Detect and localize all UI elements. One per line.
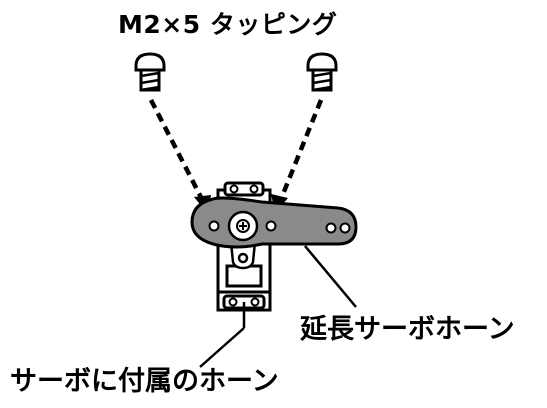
left-guide-arrow	[148, 98, 211, 214]
extension-horn-leader	[304, 245, 357, 308]
left-screw-icon	[134, 52, 166, 92]
included-horn-label: サーボに付属のホーン	[10, 366, 279, 397]
included-horn-leader-diagonal	[199, 327, 245, 368]
right-guide-arrow	[271, 99, 324, 213]
extension-servo-horn	[190, 196, 358, 249]
extension-horn-label: 延長サーボホーン	[300, 314, 515, 345]
screw-label: M2×5 タッピング	[118, 10, 338, 39]
right-screw-icon	[306, 52, 338, 92]
